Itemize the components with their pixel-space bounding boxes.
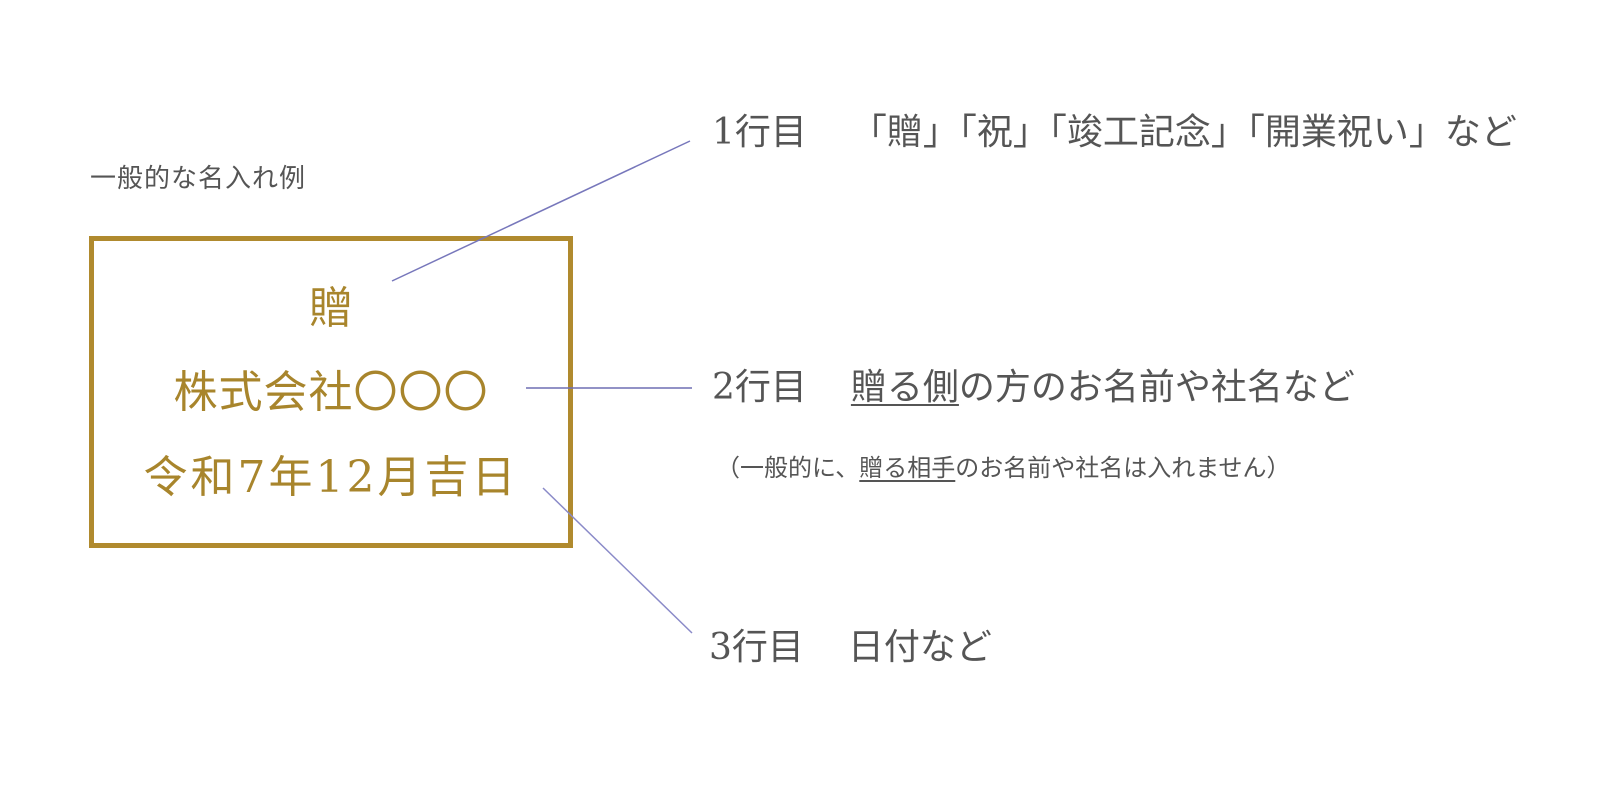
note-prefix: （一般的に、 [716, 454, 860, 482]
recipient-note: （一般的に、贈る相手のお名前や社名は入れません） [716, 456, 1291, 480]
plate-line-2: 株式会社〇〇〇 [173, 367, 489, 418]
note-suffix: のお名前や社名は入れません） [955, 454, 1291, 482]
description-text-1: 「贈」「祝」「竣工記念」「開業祝い」など [850, 112, 1517, 153]
description-line-1: 1行目 「贈」「祝」「竣工記念」「開業祝い」など [712, 115, 1517, 151]
nameplate-example: 贈 株式会社〇〇〇 令和7年12月吉日 [89, 236, 573, 548]
underlined-recipient: 贈る相手 [859, 454, 956, 482]
line-number-3: 3行目 [709, 627, 804, 668]
line-number-1: 1行目 [712, 112, 807, 153]
description-text-3: 日付など [847, 627, 992, 668]
example-caption: 一般的な名入れ例 [90, 164, 307, 194]
description-text-2: の方のお名前や社名など [958, 367, 1355, 408]
description-line-3: 3行目 日付など [709, 630, 992, 666]
plate-line-1: 贈 [309, 283, 353, 334]
underlined-sender: 贈る側 [850, 367, 959, 408]
plate-line-3: 令和7年12月吉日 [143, 452, 519, 503]
description-line-2: 2行目 贈る側の方のお名前や社名など [712, 370, 1355, 406]
line-number-2: 2行目 [712, 367, 807, 408]
